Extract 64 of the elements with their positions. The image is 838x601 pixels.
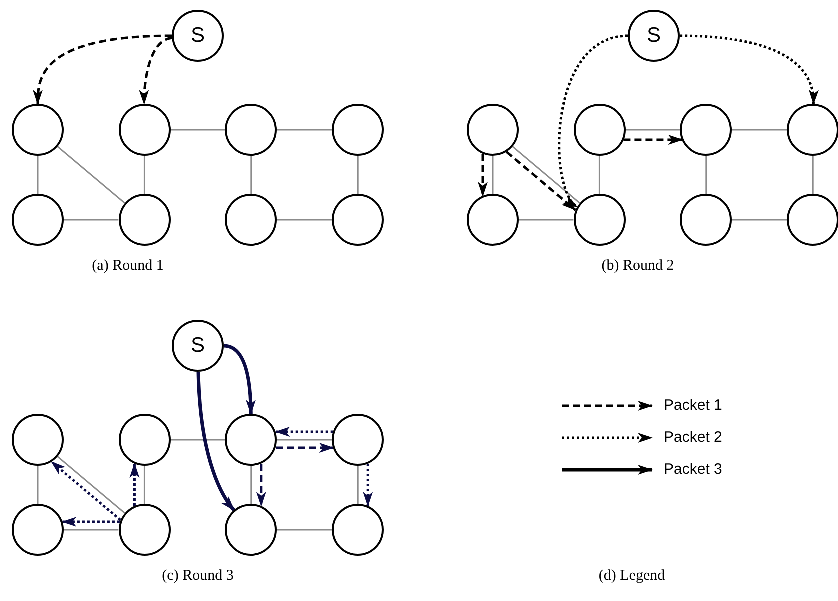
packet-arrow	[558, 34, 628, 208]
graph-link	[37, 466, 39, 504]
node-circle	[467, 104, 519, 156]
graph-link	[277, 219, 332, 221]
node-circle	[118, 504, 171, 556]
source-node: S	[172, 10, 224, 62]
graph-link	[144, 466, 146, 504]
source-node: S	[628, 10, 680, 62]
graph-link	[64, 529, 119, 531]
graph-link	[598, 156, 600, 194]
legend-label: Packet 1	[664, 397, 722, 414]
graph-link	[512, 146, 580, 204]
node-circle	[574, 194, 626, 246]
legend-label: Packet 2	[664, 429, 722, 446]
packet-arrow	[50, 461, 122, 522]
packet-arrow	[224, 344, 256, 415]
graph-link	[64, 219, 119, 221]
node-circle	[12, 104, 64, 156]
subfigure-caption: (b) Round 2	[602, 258, 674, 275]
graph-link	[37, 156, 39, 194]
graph-link	[250, 466, 252, 504]
graph-link	[250, 156, 252, 194]
packet-arrow	[680, 34, 819, 105]
graph-link	[492, 156, 494, 194]
graph-link	[357, 156, 359, 194]
packet-arrow	[196, 372, 236, 512]
graph-link	[519, 219, 574, 221]
subfigure-caption: (d) Legend	[598, 568, 666, 585]
graph-link	[357, 466, 359, 504]
packet-arrow	[363, 464, 374, 507]
graph-link	[57, 146, 126, 204]
packet-arrow	[478, 154, 488, 197]
graph-link	[277, 439, 332, 441]
graph-link	[706, 156, 708, 194]
graph-link	[170, 129, 226, 131]
node-circle	[787, 104, 838, 156]
graph-link	[277, 529, 332, 531]
graph-link	[170, 439, 226, 441]
packet-arrow	[256, 464, 266, 507]
graph-link	[732, 219, 788, 221]
graph-link	[277, 129, 332, 131]
source-node: S	[172, 320, 224, 372]
packet-arrow	[275, 427, 334, 437]
node-circle	[467, 194, 519, 246]
subfigure-caption: (a) Round 1	[92, 258, 164, 275]
packet-arrow	[139, 36, 172, 105]
graph-link	[626, 129, 680, 131]
node-circle	[787, 194, 838, 246]
packet-arrow	[506, 151, 576, 212]
packet-arrow	[130, 463, 140, 506]
subfigure-caption: (c) Round 3	[162, 568, 234, 585]
node-circle	[118, 194, 171, 246]
packet-arrow	[33, 34, 172, 105]
node-circle	[12, 194, 64, 246]
legend-label: Packet 3	[664, 461, 722, 478]
graph-link	[57, 456, 126, 514]
graph-link	[144, 156, 146, 194]
graph-link	[812, 156, 814, 194]
node-circle	[12, 414, 64, 466]
node-circle	[12, 504, 64, 556]
packet-arrow	[276, 443, 334, 453]
packet-arrow	[62, 517, 120, 527]
packet-arrow	[624, 135, 684, 145]
graph-link	[732, 129, 788, 131]
